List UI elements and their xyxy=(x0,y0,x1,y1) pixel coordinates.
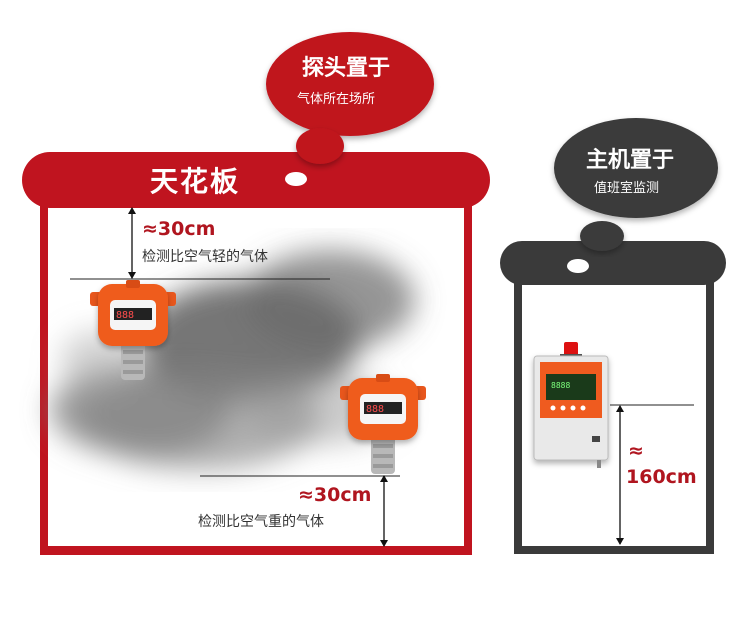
light-gas-distance: ≈30cm xyxy=(142,218,216,240)
right-thought-bubble xyxy=(554,118,718,251)
svg-text:8888: 8888 xyxy=(551,381,570,390)
left-bubble-title: 探头置于 xyxy=(302,56,391,81)
right-bubble-title: 主机置于 xyxy=(586,148,675,173)
controller-height-value: 160cm xyxy=(626,466,697,488)
svg-text:888: 888 xyxy=(116,310,134,321)
light-gas-description: 检测比空气轻的气体 xyxy=(142,249,268,265)
right-room: 8888 xyxy=(500,241,726,554)
left-room: 888 888 xyxy=(22,152,490,555)
heavy-gas-description: 检测比空气重的气体 xyxy=(198,514,324,530)
right-ceiling-banner xyxy=(500,241,726,285)
ceiling-label: 天花板 xyxy=(150,165,241,198)
controller-height-symbol: ≈ xyxy=(628,440,644,462)
heavy-gas-distance: ≈30cm xyxy=(298,484,372,506)
ceiling-banner xyxy=(22,152,490,208)
left-thought-bubble xyxy=(266,32,434,164)
bubble-dot-small xyxy=(285,172,307,186)
main-controller: 8888 xyxy=(533,342,609,468)
svg-text:888: 888 xyxy=(366,404,384,415)
right-bubble-subtitle: 值班室监测 xyxy=(594,181,660,196)
gas-detector-upper: 888 xyxy=(90,280,176,380)
gas-detector-lower: 888 xyxy=(340,374,426,474)
left-bubble-subtitle: 气体所在场所 xyxy=(297,92,376,107)
